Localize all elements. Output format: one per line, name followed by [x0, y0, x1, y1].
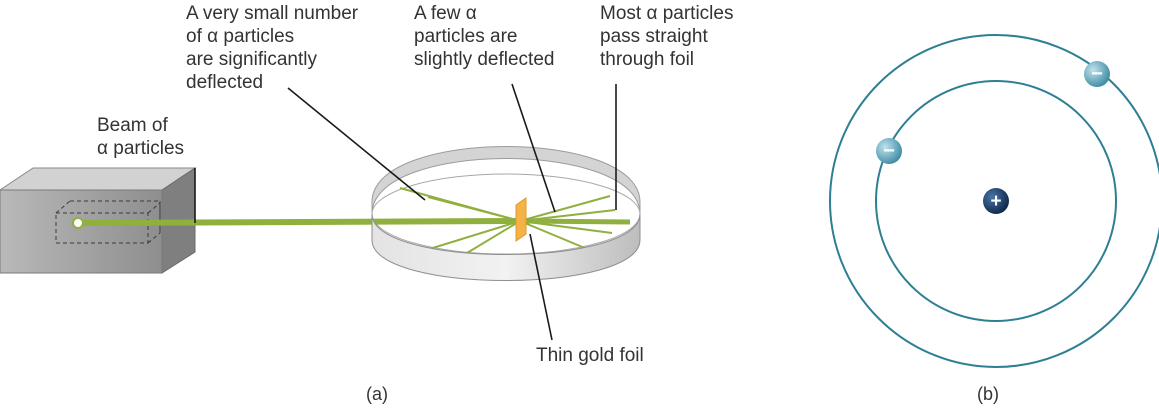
caption-a: (a) — [366, 384, 388, 404]
label-thin-gold-foil: Thin gold foil — [536, 345, 644, 366]
svg-text:−: − — [883, 140, 895, 162]
detection-screen-back — [371, 146, 641, 255]
caption-b: (b) — [977, 384, 999, 404]
label-beam: Beam of α particles — [97, 115, 185, 159]
label-most-pass-straight: Most α particles pass straight through f… — [600, 3, 734, 70]
atom-model: − − + — [829, 34, 1159, 368]
inner-orbit — [875, 80, 1117, 322]
label-small-number-deflected: A very small number of α particles are s… — [186, 3, 359, 93]
gold-foil — [515, 197, 527, 242]
label-few-slightly-deflected: A few α particles are slightly deflected — [414, 3, 555, 70]
svg-text:+: + — [990, 191, 1001, 212]
outer-orbit — [829, 34, 1159, 368]
svg-text:−: − — [1091, 63, 1103, 85]
electron: − — [876, 138, 902, 164]
nucleus: + — [983, 188, 1009, 214]
deflected-paths — [399, 187, 631, 257]
detection-screen-front — [371, 213, 641, 281]
alpha-beam — [72, 217, 523, 229]
leader-lines — [194, 83, 617, 341]
electron: − — [1084, 61, 1110, 87]
